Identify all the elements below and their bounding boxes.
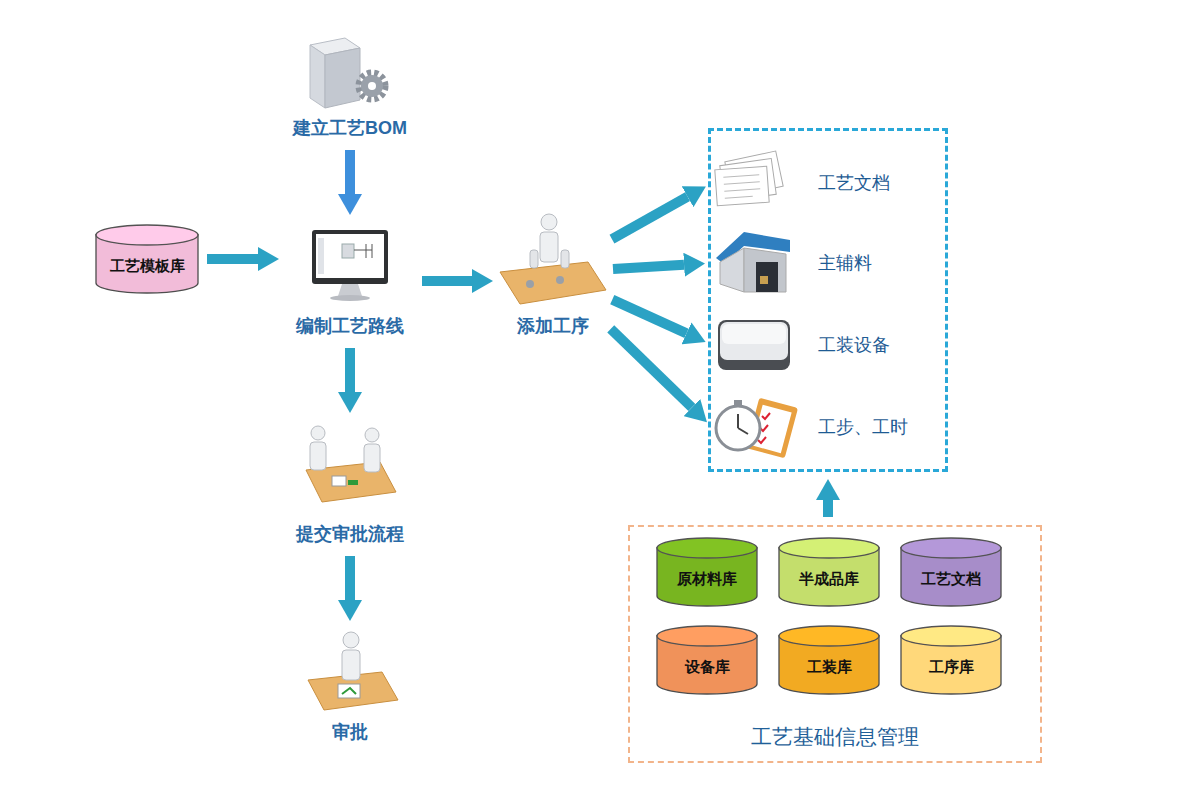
output-item: 工艺文档 [712,148,944,218]
output-group: 工艺文档主辅料工装设备工步、工时 [708,128,948,472]
database-cylinder: 设备库 [656,625,758,695]
block-arrow [613,265,684,269]
database-cylinder: 工序库 [900,625,1002,695]
document-stack-icon [715,151,783,206]
node-label: 主辅料 [818,251,872,275]
block-arrow [345,556,355,600]
node-label: 工装设备 [818,333,890,357]
database-cylinder: 工装库 [778,625,880,695]
cylinder-top [901,538,1001,558]
node-label: 审批 [332,720,368,744]
block-arrow [823,500,833,517]
cylinder-top [657,626,757,646]
node-label: 工序库 [929,658,974,677]
workbench-icon [500,214,606,304]
node-label: 工艺文档 [921,570,981,589]
node-label: 编制工艺路线 [296,314,404,338]
block-arrow [345,150,355,194]
block-arrow [611,329,692,408]
process-step: 审批 [300,628,400,746]
node-label: 工装库 [807,658,852,677]
warehouse-icon [716,232,790,292]
block-arrow [612,300,686,334]
block-arrow [422,276,472,286]
output-item: 工装设备 [712,310,944,380]
block-arrow [612,197,688,239]
info-management-group: 工艺基础信息管理 原材料库 半成品库 工艺文档设备库 工装库 工序库 [628,525,1042,763]
block-arrow [345,348,355,392]
cylinder-top [901,626,1001,646]
node-label: 工艺基础信息管理 [751,723,919,751]
process-step: 提交审批流程 [286,420,414,548]
node-label: 工步、工时 [818,415,908,439]
output-item: 主辅料 [712,228,944,298]
process-step: 添加工序 [500,205,605,340]
database-cylinder: 工艺文档 [900,537,1002,607]
node-label: 工艺文档 [818,171,890,195]
template-database: 工艺模板库 [95,224,199,294]
node-label: 建立工艺BOM [293,116,407,140]
node-label: 半成品库 [799,570,859,589]
cylinder-top [657,538,757,558]
process-step: 建立工艺BOM [283,30,417,142]
device-icon [718,320,790,370]
approver-icon [308,632,398,710]
node-label: 添加工序 [517,314,589,338]
stopwatch-checklist-icon [716,398,798,459]
monitor-icon [312,230,388,301]
cylinder-top [96,225,198,245]
process-step: 编制工艺路线 [286,222,414,340]
node-label: 原材料库 [677,570,737,589]
bom-cube-icon [310,38,385,108]
database-cylinder: 半成品库 [778,537,880,607]
node-label: 设备库 [685,658,730,677]
meeting-icon [306,426,396,502]
block-arrow [207,254,258,264]
database-cylinder: 原材料库 [656,537,758,607]
node-label: 提交审批流程 [296,522,404,546]
output-item: 工步、工时 [712,392,944,462]
node-label: 工艺模板库 [110,257,185,276]
cylinder-top [779,538,879,558]
cylinder-top [779,626,879,646]
